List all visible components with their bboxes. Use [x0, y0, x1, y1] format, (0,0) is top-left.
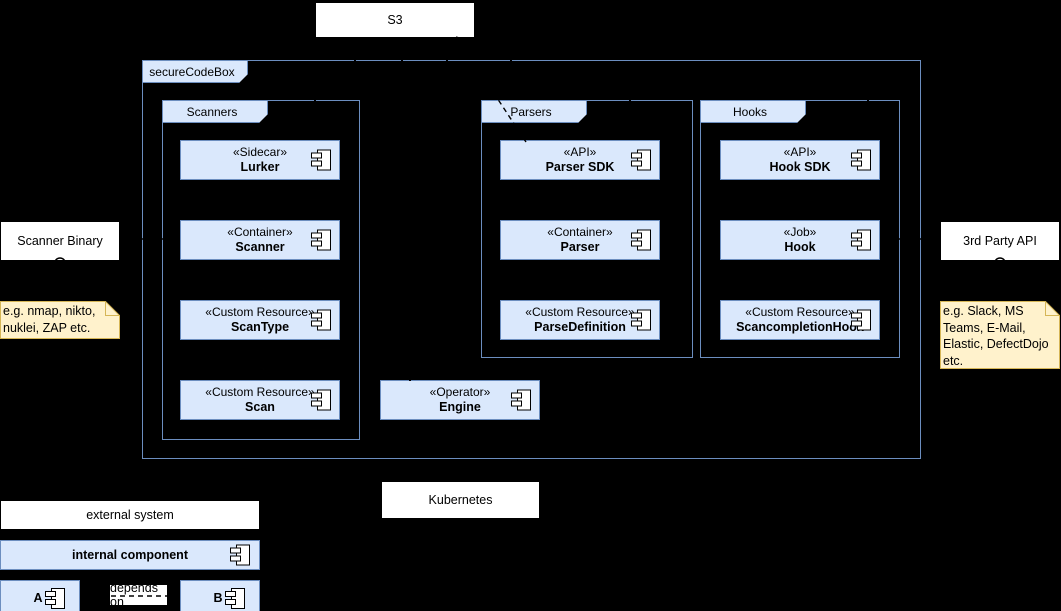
- component-name: ParseDefinition: [534, 320, 626, 334]
- legend-external-system: external system: [0, 500, 260, 530]
- uml-component-icon: [851, 149, 871, 171]
- component-parser: «Container» Parser: [500, 220, 660, 260]
- legend-depends-on-label: depends on: [110, 581, 167, 609]
- component-stereotype: «Custom Resource»: [745, 305, 855, 319]
- uml-component-icon: [44, 587, 65, 609]
- component-stereotype: «Job»: [783, 225, 817, 239]
- s3-box: S3: [315, 2, 475, 38]
- component-name: Hook SDK: [769, 160, 831, 174]
- note-shape: [940, 301, 1060, 369]
- depends-on-text: depends on: [110, 581, 158, 609]
- uml-component-icon: [511, 389, 531, 411]
- component-name: Hook: [784, 240, 816, 254]
- component-scanner: «Container» Scanner: [180, 220, 340, 260]
- component-stereotype: «Sidecar»: [232, 145, 288, 159]
- component-lurker: «Sidecar» Lurker: [180, 140, 340, 180]
- package-tab-scanners: Scanners: [162, 100, 268, 123]
- component-scancompletionhook: «Custom Resource» ScancompletionHook: [720, 300, 880, 340]
- component-name: ScancompletionHook: [736, 320, 864, 334]
- s3-label: S3: [387, 13, 403, 27]
- component-engine: «Operator» Engine: [380, 380, 540, 420]
- scanner-binary-label: Scanner Binary: [17, 234, 103, 248]
- securecodebox-frame: secureCodeBox: [142, 60, 921, 459]
- note-shape: [0, 301, 120, 339]
- uml-component-icon: [631, 149, 651, 171]
- note-text: e.g. nmap, nikto, nuklei, ZAP etc.: [3, 304, 96, 335]
- component-stereotype: «API»: [563, 145, 597, 159]
- securecodebox-label: secureCodeBox: [149, 64, 235, 79]
- uml-component-icon: [631, 309, 651, 331]
- legend-arrowhead: [80, 591, 91, 601]
- component-parsedefinition: «Custom Resource» ParseDefinition: [500, 300, 660, 340]
- component-stereotype: «Custom Resource»: [205, 385, 315, 399]
- third-party-api-box: 3rd Party API: [940, 221, 1060, 261]
- component-scantype: «Custom Resource» ScanType: [180, 300, 340, 340]
- component-stereotype: «Custom Resource»: [525, 305, 635, 319]
- uml-component-icon: [311, 309, 331, 331]
- uml-component-icon: [230, 544, 250, 566]
- component-name: ScanType: [230, 320, 290, 334]
- component-name: Lurker: [240, 160, 280, 174]
- component-scan: «Custom Resource» Scan: [180, 380, 340, 420]
- package-tab-parsers: Parsers: [481, 100, 587, 123]
- scanner-binary-box: Scanner Binary: [0, 221, 120, 261]
- component-hook-sdk: «API» Hook SDK: [720, 140, 880, 180]
- kubernetes-label: Kubernetes: [428, 493, 493, 507]
- package-tab-hooks: Hooks: [700, 100, 806, 123]
- component-hook: «Job» Hook: [720, 220, 880, 260]
- component-stereotype: «API»: [783, 145, 817, 159]
- securecodebox-tab: secureCodeBox: [142, 60, 248, 83]
- component-parser-sdk: «API» Parser SDK: [500, 140, 660, 180]
- uml-component-icon: [851, 229, 871, 251]
- component-name: Parser: [560, 240, 600, 254]
- note-hook-examples: e.g. Slack, MS Teams, E-Mail, Elastic, D…: [940, 301, 1060, 369]
- legend-a-label: A: [33, 591, 43, 605]
- component-stereotype: «Container»: [547, 225, 613, 239]
- uml-component-icon: [311, 149, 331, 171]
- note-scanner-examples: e.g. nmap, nikto, nuklei, ZAP etc.: [0, 301, 120, 339]
- hooks-label: Hooks: [732, 104, 767, 119]
- legend-external-system-label: external system: [86, 508, 174, 522]
- uml-component-icon: [311, 229, 331, 251]
- uml-component-icon: [224, 587, 245, 609]
- uml-component-icon: [311, 389, 331, 411]
- legend-internal-component-label: internal component: [72, 548, 188, 562]
- legend-node-b: B: [180, 580, 260, 611]
- uml-component-icon: [851, 309, 871, 331]
- arrowhead-s3: [455, 36, 468, 49]
- component-name: Scanner: [235, 240, 285, 254]
- kubernetes-box: Kubernetes: [381, 481, 540, 519]
- component-stereotype: «Container»: [227, 225, 293, 239]
- parsers-label: Parsers: [510, 104, 552, 119]
- component-name: Parser SDK: [545, 160, 615, 174]
- third-party-api-label: 3rd Party API: [963, 234, 1037, 248]
- legend-node-a: A: [0, 580, 80, 611]
- component-stereotype: «Operator»: [429, 385, 491, 399]
- component-stereotype: «Custom Resource»: [205, 305, 315, 319]
- note-text: e.g. Slack, MS Teams, E-Mail, Elastic, D…: [943, 304, 1049, 368]
- scanners-label: Scanners: [186, 104, 238, 119]
- component-name: Scan: [245, 400, 275, 414]
- uml-component-icon: [631, 229, 651, 251]
- legend-internal-component: internal component: [0, 540, 260, 570]
- component-name: Engine: [439, 400, 481, 414]
- legend-b-label: B: [213, 591, 223, 605]
